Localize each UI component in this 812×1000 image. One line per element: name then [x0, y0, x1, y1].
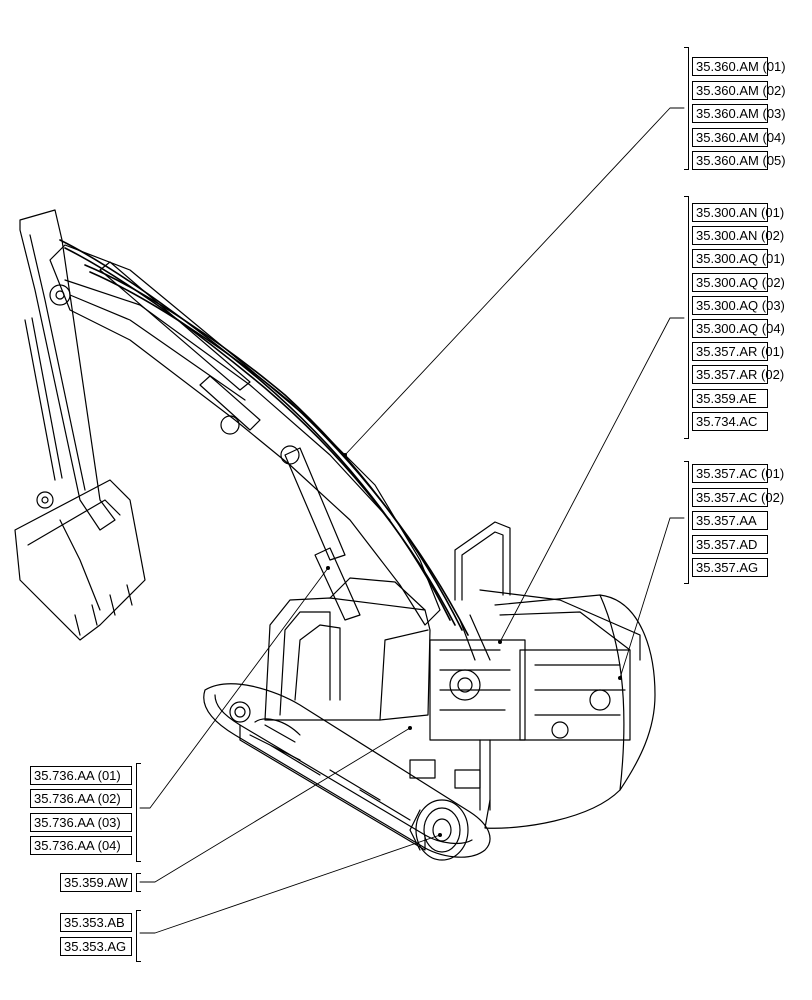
callout-35-357-ad[interactable]: 35.357.AD: [692, 534, 768, 554]
callout-35-736-aa-02[interactable]: 35.736.AA (02): [30, 789, 132, 809]
callout-35-300-aq-04[interactable]: 35.300.AQ (04): [692, 319, 785, 338]
bracket-g2: [684, 196, 689, 439]
callout-35-359-ae[interactable]: 35.359.AE: [692, 388, 768, 408]
callout-35-736-aa-04[interactable]: 35.736.AA (04): [30, 835, 132, 855]
bucket: [14, 479, 146, 641]
callout-35-357-ac-01[interactable]: 35.357.AC (01): [692, 464, 784, 483]
final-drive: [409, 799, 469, 861]
callout-35-353-ag[interactable]: 35.353.AG: [60, 936, 132, 956]
track-assembly: [203, 683, 491, 858]
leader-lines: [139, 107, 685, 934]
callout-35-300-aq-01[interactable]: 35.300.AQ (01): [692, 249, 785, 269]
cab: [264, 577, 481, 789]
bracket-g5: [136, 873, 141, 892]
callout-35-734-ac[interactable]: 35.734.AC: [692, 411, 768, 431]
callout-35-360-am-02[interactable]: 35.360.AM (02): [692, 80, 786, 100]
callout-35-357-ag[interactable]: 35.357.AG: [692, 558, 768, 577]
callout-35-736-aa-03[interactable]: 35.736.AA (03): [30, 812, 132, 832]
callout-35-360-am-03[interactable]: 35.360.AM (03): [692, 104, 786, 123]
boom-hoses: [59, 239, 469, 636]
bracket-g3: [684, 461, 689, 584]
guard-rail: [454, 521, 511, 601]
boom-cylinder: [280, 445, 361, 621]
callout-35-359-aw[interactable]: 35.359.AW: [60, 873, 132, 892]
bracket-g4: [136, 763, 141, 862]
leader-endpoints: [326, 453, 622, 837]
callout-35-300-an-01[interactable]: 35.300.AN (01): [692, 203, 784, 222]
callout-35-300-an-02[interactable]: 35.300.AN (02): [692, 226, 784, 246]
callout-35-300-aq-03[interactable]: 35.300.AQ (03): [692, 295, 785, 315]
valve-bank: [429, 614, 631, 811]
callout-35-360-am-04[interactable]: 35.360.AM (04): [692, 127, 786, 147]
bracket-g1: [684, 47, 689, 170]
callout-35-360-am-05[interactable]: 35.360.AM (05): [692, 151, 786, 170]
boom: [49, 244, 441, 626]
callout-35-353-ab[interactable]: 35.353.AB: [60, 913, 132, 932]
upper-structure: [479, 589, 656, 829]
callout-35-300-aq-02[interactable]: 35.300.AQ (02): [692, 272, 785, 292]
callout-35-357-aa[interactable]: 35.357.AA: [692, 511, 768, 530]
callout-35-360-am-01[interactable]: 35.360.AM (01): [692, 57, 786, 76]
callout-35-736-aa-01[interactable]: 35.736.AA (01): [30, 766, 132, 785]
callout-35-357-ar-01[interactable]: 35.357.AR (01): [692, 342, 784, 362]
arm-cylinder: [99, 261, 261, 435]
arm: [19, 209, 116, 531]
callout-35-357-ar-02[interactable]: 35.357.AR (02): [692, 365, 784, 385]
bracket-g6: [136, 910, 141, 962]
callout-35-357-ac-02[interactable]: 35.357.AC (02): [692, 487, 784, 507]
